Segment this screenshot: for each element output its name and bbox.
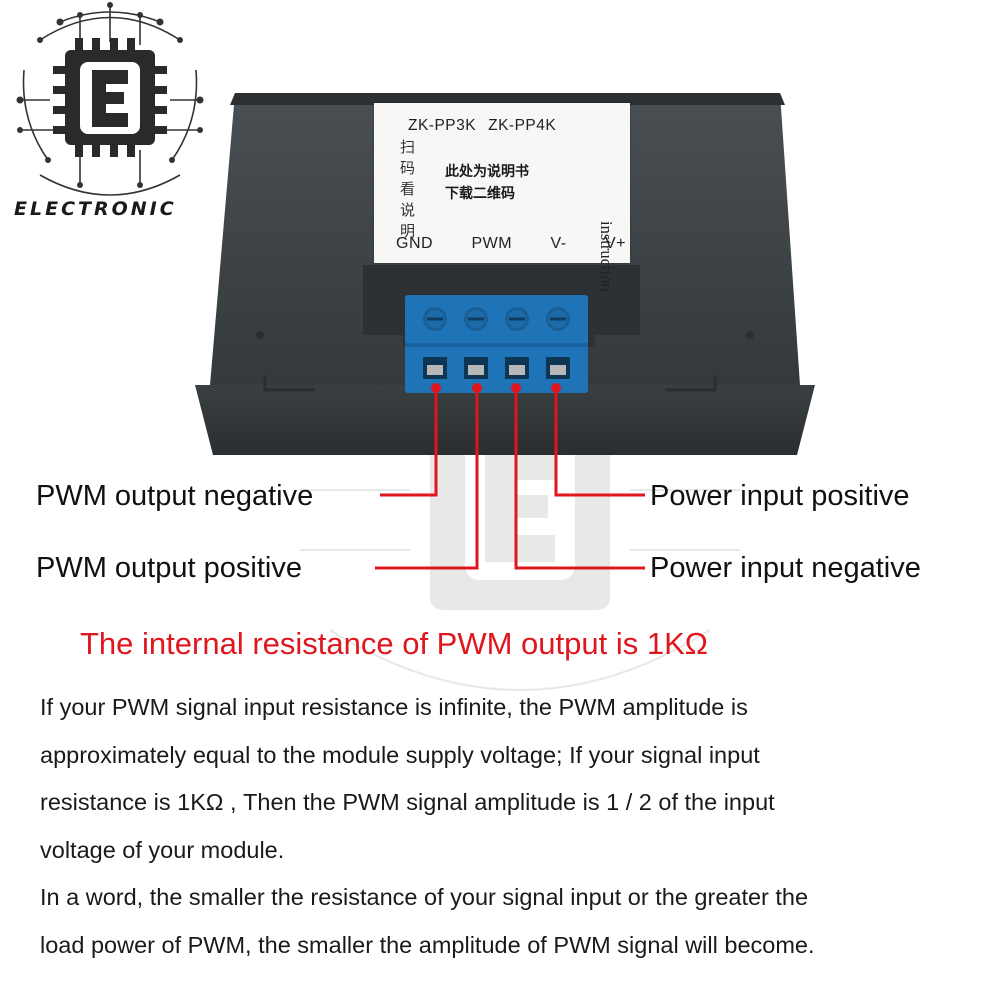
pin-label-v-minus: V-	[550, 235, 567, 252]
device-label: ZK-PP3K ZK-PP4K 扫码看说明 此处为说明书 下载二维码 instru…	[374, 103, 630, 292]
pin-labels: GND PWM V- V+	[396, 235, 626, 253]
description-line: If your PWM signal input resistance is i…	[40, 694, 748, 720]
callout-pwm-output-negative: PWM output negative	[36, 480, 314, 512]
terminal-screws	[423, 307, 570, 331]
manual-qr-line-1: 此处为说明书	[445, 164, 529, 180]
manual-qr-placeholder: 此处为说明书 下载二维码	[445, 161, 529, 205]
scan-instruction-text: 扫码看说明	[400, 138, 416, 240]
description-line: load power of PWM, the smaller the ampli…	[40, 931, 815, 958]
description-line: In a word, the smaller the resistance of…	[40, 884, 809, 910]
description-text: If your PWM signal input resistance is i…	[40, 684, 985, 969]
callout-power-input-positive: Power input positive	[650, 480, 910, 512]
description-paragraph-2: In a word, the smaller the resistance of…	[40, 874, 985, 969]
brand-name: ELECTRONIC	[14, 198, 177, 220]
pin-label-gnd: GND	[396, 235, 434, 252]
callout-power-input-negative: Power input negative	[650, 552, 921, 584]
manual-qr-line-2: 下载二维码	[445, 186, 515, 202]
model-numbers: ZK-PP3K ZK-PP4K	[408, 117, 556, 135]
pin-label-pwm: PWM	[471, 235, 513, 252]
brand-logo	[16, 2, 204, 196]
callout-pwm-output-positive: PWM output positive	[36, 552, 302, 584]
resistance-headline: The internal resistance of PWM output is…	[80, 626, 708, 661]
instruction-vertical-label: instruction	[597, 221, 616, 292]
description-line: voltage of your module.	[40, 836, 285, 863]
model-zk-pp3k: ZK-PP3K	[408, 117, 477, 134]
description-line: resistance is 1KΩ , Then the PWM signal …	[40, 789, 775, 815]
terminal-block	[405, 295, 588, 393]
description-line: approximately equal to the module supply…	[40, 741, 760, 768]
description-paragraph-1: If your PWM signal input resistance is i…	[40, 684, 985, 874]
pin-label-v-plus: V+	[604, 235, 626, 252]
model-zk-pp4k: ZK-PP4K	[488, 117, 557, 134]
terminal-sockets	[423, 357, 570, 379]
